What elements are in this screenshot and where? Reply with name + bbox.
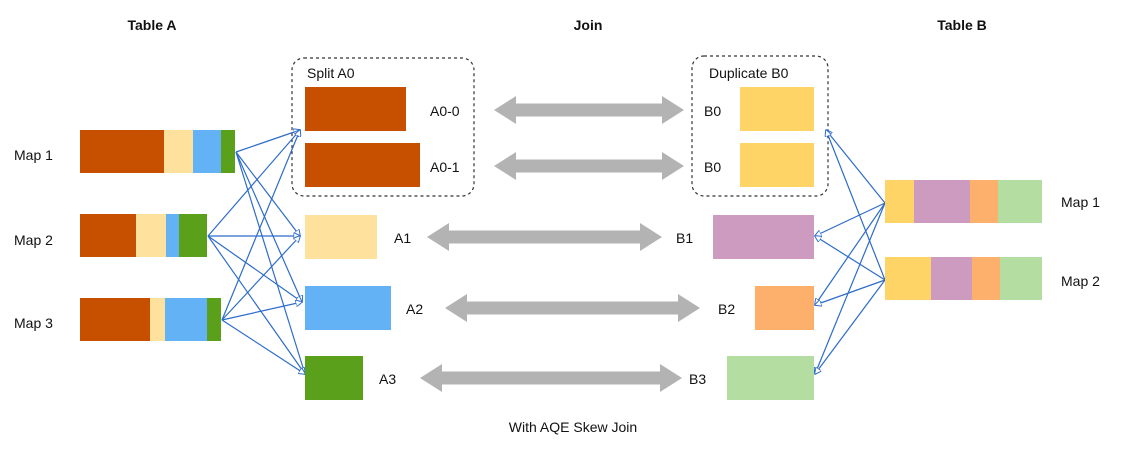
duplicate-b0-title: Duplicate B0 xyxy=(709,65,789,81)
table-a-map-3-bar xyxy=(80,298,221,341)
table-b-map-1-segment-2 xyxy=(914,180,970,223)
partition-a3 xyxy=(305,356,363,400)
table-a-map-3-segment-3 xyxy=(165,298,207,341)
table-b-map-2-bar xyxy=(885,257,1042,300)
table-a-map-2-bar xyxy=(80,214,207,257)
partition-b1-label: B1 xyxy=(676,230,693,246)
split-part-a0-0-label: A0-0 xyxy=(430,103,460,119)
connector-a-map-1-to-target-2 xyxy=(235,151,300,236)
partition-b2-label: B2 xyxy=(718,301,735,317)
connector-a-map-2-to-target-4 xyxy=(207,235,305,374)
split-part-a0-0 xyxy=(305,87,406,131)
partition-a1-label: A1 xyxy=(394,230,411,246)
connector-b-map-2-to-target-2 xyxy=(815,236,886,281)
table-a-header: Table A xyxy=(127,17,176,33)
partition-a2-label: A2 xyxy=(406,301,423,317)
table-a-map-1-segment-4 xyxy=(221,130,235,173)
connector-a-map-1-to-target-4 xyxy=(235,151,305,374)
table-a-map-2-segment-1 xyxy=(80,214,136,257)
table-a-map-2-segment-4 xyxy=(179,214,207,257)
split-a0-group xyxy=(291,57,475,197)
join-arrow-2 xyxy=(494,152,684,180)
table-b-map-2-segment-4 xyxy=(1000,257,1042,300)
duplicate-part-b0-1 xyxy=(740,87,814,131)
partition-a1 xyxy=(305,215,377,259)
table-a-map-3-segment-2 xyxy=(150,298,165,341)
connector-b-map-1-to-target-3 xyxy=(815,202,886,305)
join-header: Join xyxy=(574,17,603,33)
split-a0-title: Split A0 xyxy=(307,65,355,81)
partition-b2 xyxy=(755,286,814,330)
table-a-map-2-segment-3 xyxy=(166,214,179,257)
table-b-map-2-label: Map 2 xyxy=(1061,273,1100,289)
connector-b-map-1-to-target-1 xyxy=(826,130,886,204)
join-arrow-5 xyxy=(420,364,682,392)
diagram-caption: With AQE Skew Join xyxy=(509,419,637,435)
partition-a2 xyxy=(305,286,391,330)
table-b-map-1-label: Map 1 xyxy=(1061,194,1100,210)
connector-a-map-1-to-target-1 xyxy=(235,130,300,153)
table-a-map-1-label: Map 1 xyxy=(14,147,53,163)
table-a-map-1-segment-3 xyxy=(193,130,221,173)
connector-a-map-2-to-target-1 xyxy=(207,130,300,237)
partition-b3 xyxy=(727,356,814,400)
table-a-map-3-segment-1 xyxy=(80,298,150,341)
split-part-a0-1-label: A0-1 xyxy=(430,159,460,175)
duplicate-part-b0-2-label: B0 xyxy=(704,159,721,175)
table-a-connectors xyxy=(207,130,305,374)
table-b-map-2-segment-2 xyxy=(931,257,972,300)
table-b-map-1-segment-3 xyxy=(970,180,998,223)
table-b-map-2-segment-1 xyxy=(885,257,931,300)
table-a-map-3-label: Map 3 xyxy=(14,315,53,331)
table-a-map-2-label: Map 2 xyxy=(14,232,53,248)
duplicate-b0-group xyxy=(691,55,829,197)
table-a-map-3-segment-4 xyxy=(207,298,221,341)
partition-b3-label: B3 xyxy=(689,371,706,387)
table-b-map-1-segment-4 xyxy=(998,180,1042,223)
table-a-map-1-segment-1 xyxy=(80,130,164,173)
join-arrow-1 xyxy=(494,96,684,124)
table-a-map-2-segment-2 xyxy=(136,214,166,257)
connector-a-map-3-to-target-2 xyxy=(221,236,300,321)
connector-b-map-1-to-target-2 xyxy=(815,202,886,236)
table-b-connectors xyxy=(815,130,886,374)
partition-b1 xyxy=(713,215,814,259)
join-arrow-4 xyxy=(445,294,700,322)
connector-a-map-3-to-target-3 xyxy=(221,302,302,321)
connector-a-map-3-to-target-4 xyxy=(221,319,305,374)
connector-b-map-1-to-target-4 xyxy=(815,202,886,374)
table-a-map-1-segment-2 xyxy=(164,130,193,173)
split-part-a0-1 xyxy=(305,143,420,187)
table-b-map-1-segment-1 xyxy=(885,180,914,223)
table-a-map-1-bar xyxy=(80,130,235,173)
table-b-map-2-segment-3 xyxy=(972,257,1000,300)
duplicate-part-b0-2 xyxy=(740,143,814,187)
join-arrows xyxy=(420,96,700,392)
connector-a-map-2-to-target-3 xyxy=(207,235,302,302)
join-arrow-3 xyxy=(427,223,662,251)
connector-a-map-1-to-target-3 xyxy=(235,151,302,302)
duplicate-part-b0-1-label: B0 xyxy=(704,103,721,119)
connector-b-map-2-to-target-4 xyxy=(815,279,886,374)
table-b-map-1-bar xyxy=(885,180,1042,223)
partition-a3-label: A3 xyxy=(379,371,396,387)
connector-a-map-3-to-target-1 xyxy=(221,130,300,321)
connector-b-map-2-to-target-1 xyxy=(826,130,886,281)
table-b-header: Table B xyxy=(937,17,987,33)
connector-b-map-2-to-target-3 xyxy=(815,279,886,305)
